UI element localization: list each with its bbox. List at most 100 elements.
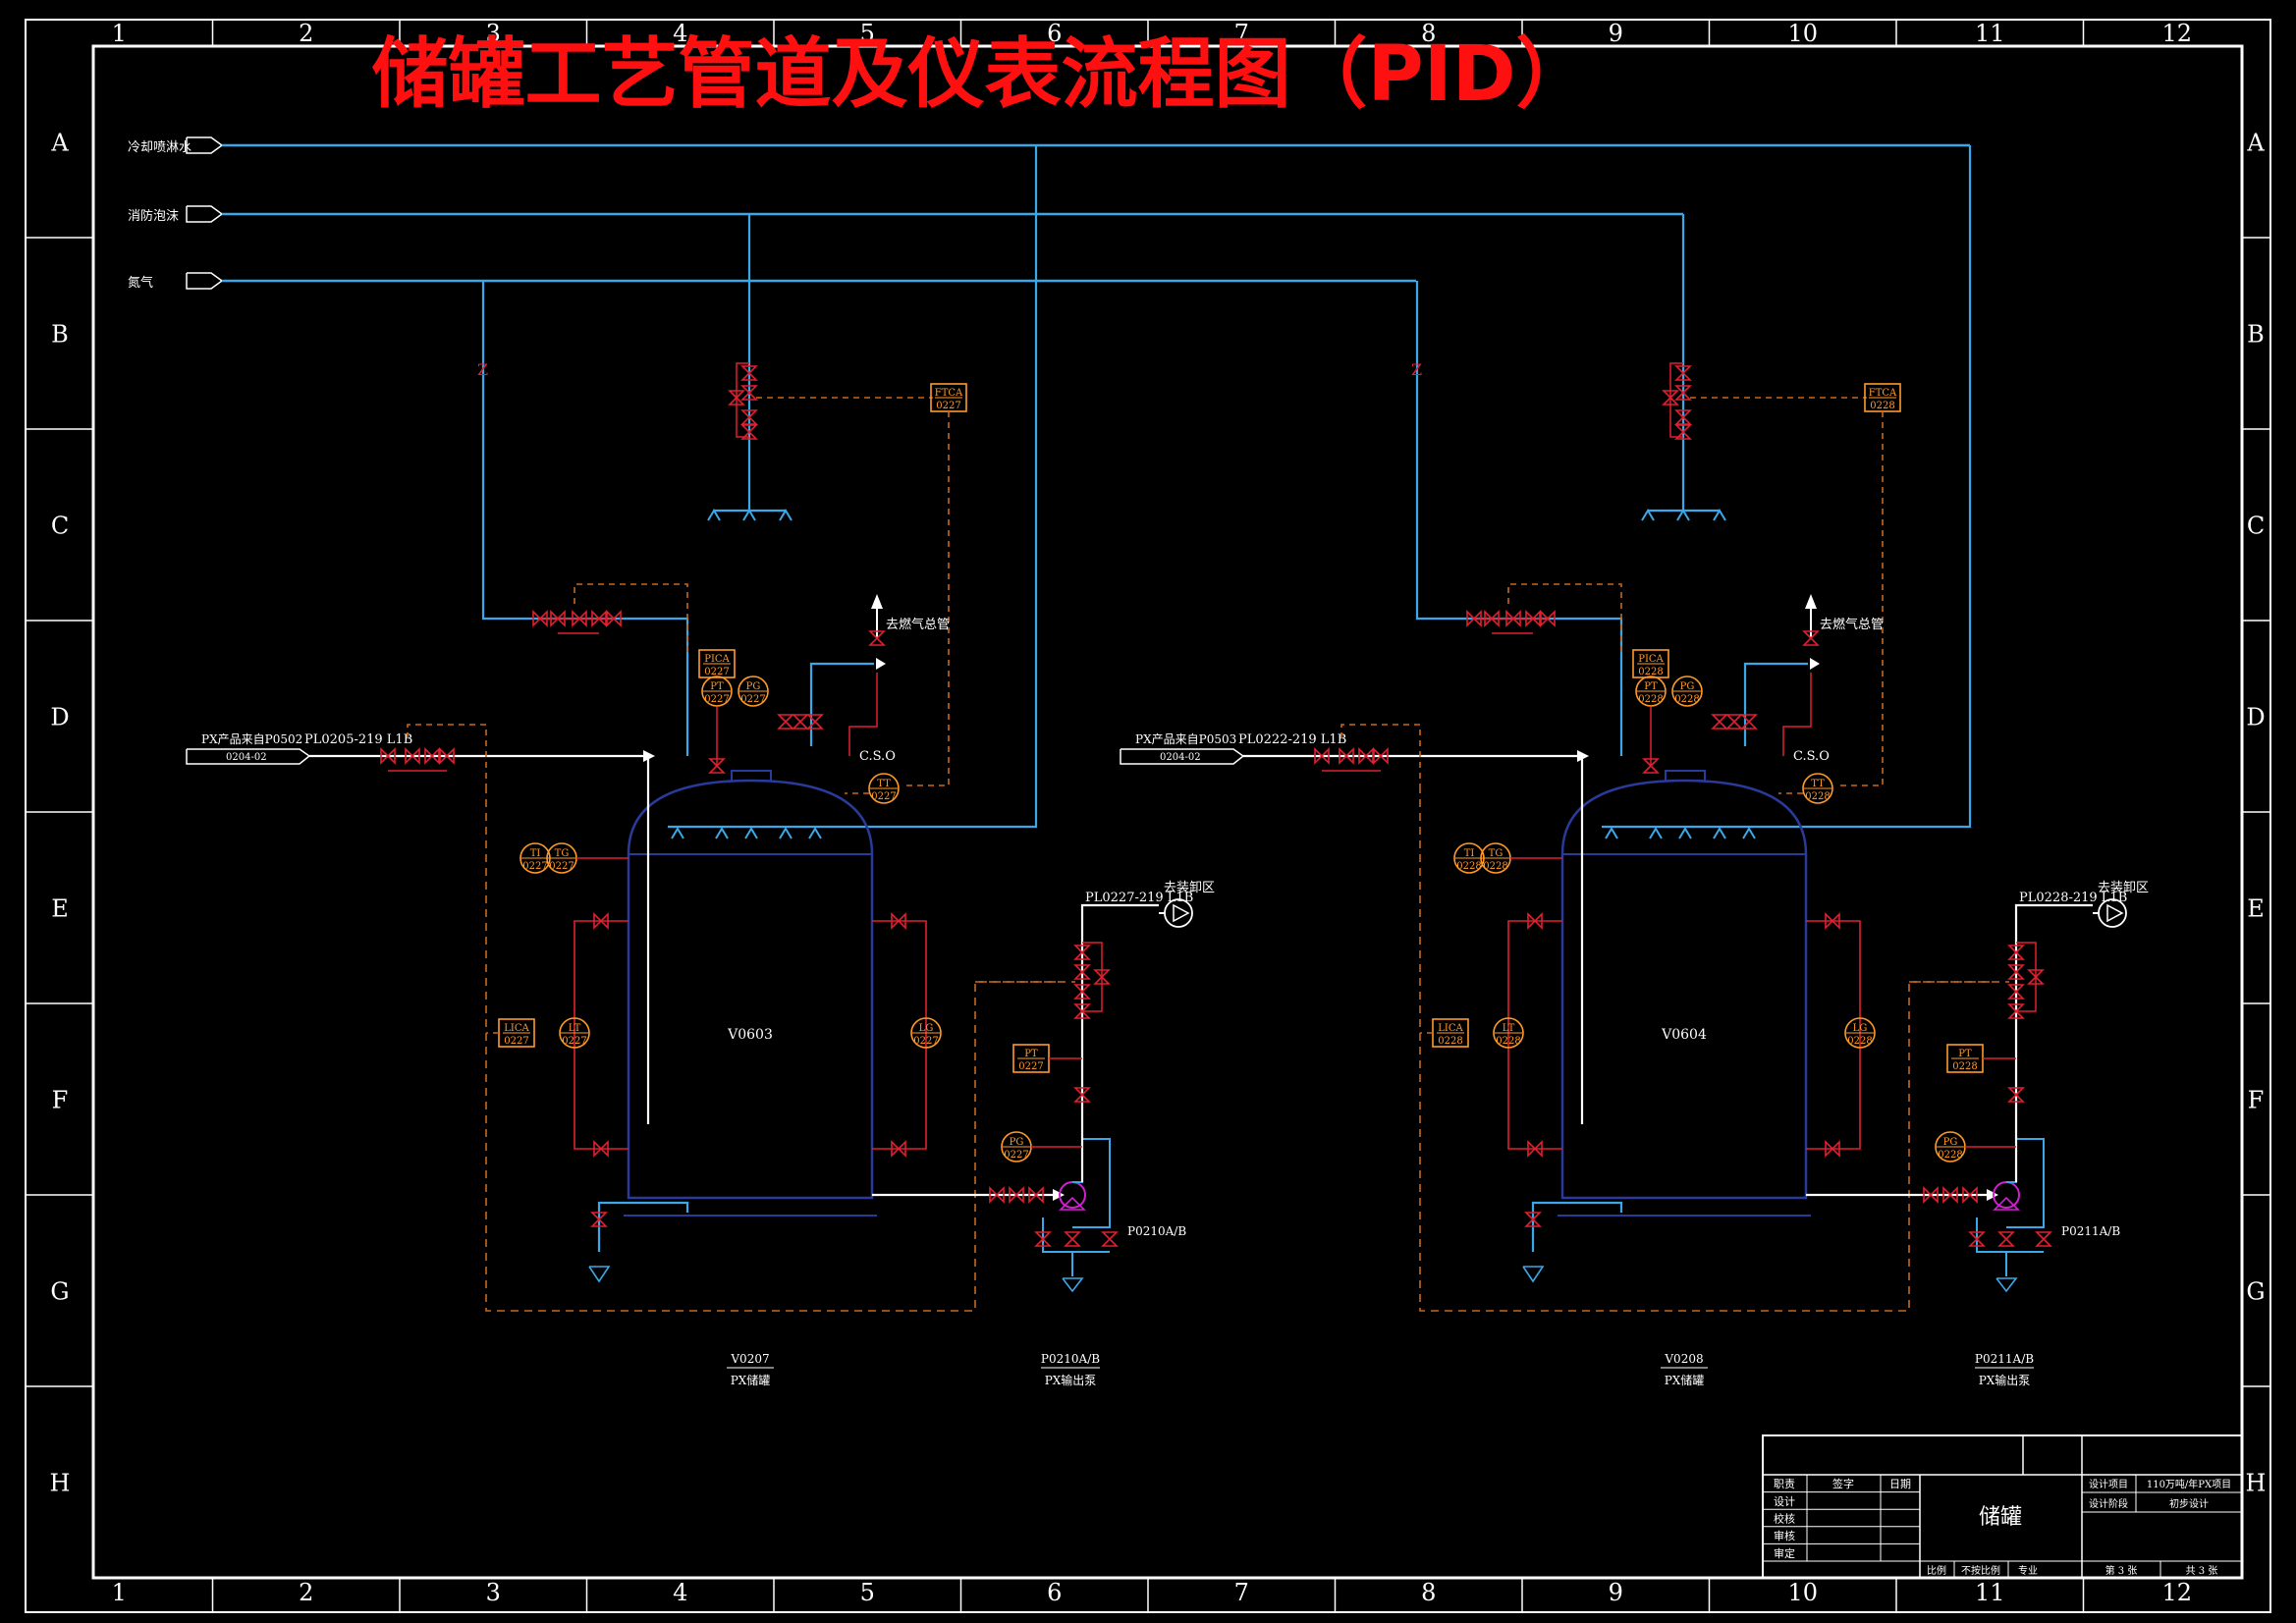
col-label-bottom: 5 [860, 1579, 875, 1606]
tt-bubble [1802, 773, 1833, 804]
pipe-line [779, 827, 793, 839]
pipe-line [671, 827, 684, 839]
pipe-line [744, 827, 758, 839]
col-label-top: 5 [860, 20, 875, 47]
lg-code: LG [919, 1023, 934, 1034]
drain-valve [590, 1212, 608, 1227]
equip-name: PX储罐 [731, 1373, 771, 1387]
pg-discharge-code: PG [1010, 1137, 1024, 1148]
pipe-line [1806, 920, 1861, 1150]
utility-label: 冷却喷淋水 [128, 140, 191, 155]
tg-number: 0227 [549, 861, 574, 872]
lica-number: 0228 [1438, 1036, 1462, 1047]
tg-code: TG [555, 848, 570, 859]
interlock-loop [1419, 785, 1990, 1312]
pipe-line [574, 920, 629, 1150]
root-valve [1642, 758, 1660, 774]
pipe-line [1641, 509, 1655, 521]
n2-valve [1525, 610, 1541, 627]
lg-code: LG [1853, 1023, 1868, 1034]
foam-valve [740, 409, 758, 425]
feed-valve [405, 747, 420, 765]
col-label-top: 2 [299, 20, 313, 47]
root-valve [708, 758, 726, 774]
discharge-valve [2007, 1087, 2025, 1103]
bypass-valve [2027, 969, 2045, 985]
n2-valve [591, 610, 607, 627]
pump-label-name: PX输出泵 [1979, 1373, 2031, 1387]
tb-project-value: 110万吨/年PX项目 [2147, 1478, 2231, 1490]
feed-valve [439, 747, 455, 765]
pica-box [698, 649, 736, 678]
foam-valve [1674, 424, 1692, 440]
row-label-left: C [51, 513, 69, 540]
cso-label: C.S.O [859, 749, 896, 764]
pica-code: PICA [704, 654, 730, 665]
pg-discharge-code: PG [1943, 1137, 1958, 1148]
equip-tag: V0208 [1664, 1352, 1703, 1366]
gauge-valve [891, 1140, 906, 1158]
suction-valve [1028, 1186, 1044, 1204]
feed-line-number: PL0205-219 L1B [304, 732, 412, 747]
storage-tank [627, 779, 874, 1200]
pg-discharge-number: 0228 [1938, 1150, 1962, 1161]
pump-a-base [1993, 1196, 2020, 1211]
pt-discharge-number: 0227 [1018, 1061, 1043, 1072]
equip-tag: V0207 [730, 1352, 769, 1366]
lg-bubble [910, 1017, 942, 1049]
tg-code: TG [1489, 848, 1503, 859]
tb-header-date: 日期 [1889, 1478, 1911, 1490]
discharge-line-number: PL0228-219 L1B [2019, 891, 2127, 905]
pica-code: PICA [1638, 654, 1664, 665]
pipe-line [1713, 827, 1726, 839]
pump-discharge [2014, 903, 2093, 1182]
pipe-line [808, 827, 822, 839]
manway [731, 770, 772, 781]
gauge-valve [1825, 912, 1840, 930]
n2-valve [532, 610, 548, 627]
pipe-line [1531, 1201, 1623, 1252]
lt-bubble [559, 1017, 590, 1049]
pipe-line [1649, 827, 1663, 839]
col-label-bottom: 8 [1421, 1579, 1436, 1606]
tb-role: 审定 [1774, 1546, 1795, 1560]
pt-discharge-number: 0228 [1952, 1061, 1977, 1072]
pipe-line [707, 509, 721, 521]
pump-drain-valve [1064, 1231, 1081, 1247]
pipe-line [186, 748, 311, 765]
foam-valve [740, 385, 758, 401]
vent-valve [792, 714, 809, 730]
pipe-line [597, 1201, 689, 1252]
level-valve [1527, 1140, 1543, 1158]
pipe-line [779, 509, 793, 521]
lg-number: 0227 [913, 1036, 938, 1047]
col-label-top: 11 [1975, 20, 2005, 47]
manway [1665, 770, 1706, 781]
pg-number: 0228 [1674, 694, 1699, 705]
col-label-top: 12 [2161, 20, 2192, 47]
feed-valve [1314, 747, 1330, 765]
pipe-line [186, 272, 224, 290]
pump-discharge [1080, 903, 1159, 1182]
pump-b-piping [1072, 1138, 1111, 1228]
pump-label-name: PX输出泵 [1045, 1373, 1097, 1387]
bypass-valve [1093, 969, 1111, 985]
vent-valve [806, 714, 824, 730]
row-label-left: B [51, 321, 69, 349]
col-label-bottom: 1 [112, 1579, 127, 1606]
discharge-valve [2007, 984, 2025, 1000]
discharge-line-number: PL0227-219 L1B [1085, 891, 1193, 905]
signal-line [574, 583, 688, 653]
pipe-line [1713, 509, 1726, 521]
pt-number: 0227 [704, 694, 729, 705]
col-label-bottom: 2 [299, 1579, 313, 1606]
signal-line [903, 411, 950, 786]
row-label-left: D [50, 704, 69, 731]
col-label-top: 4 [673, 20, 687, 47]
row-label-right: F [2248, 1087, 2265, 1114]
lica-code: LICA [1438, 1023, 1463, 1034]
pipe-line [1995, 1277, 2018, 1293]
pt-code: PT [710, 681, 724, 692]
